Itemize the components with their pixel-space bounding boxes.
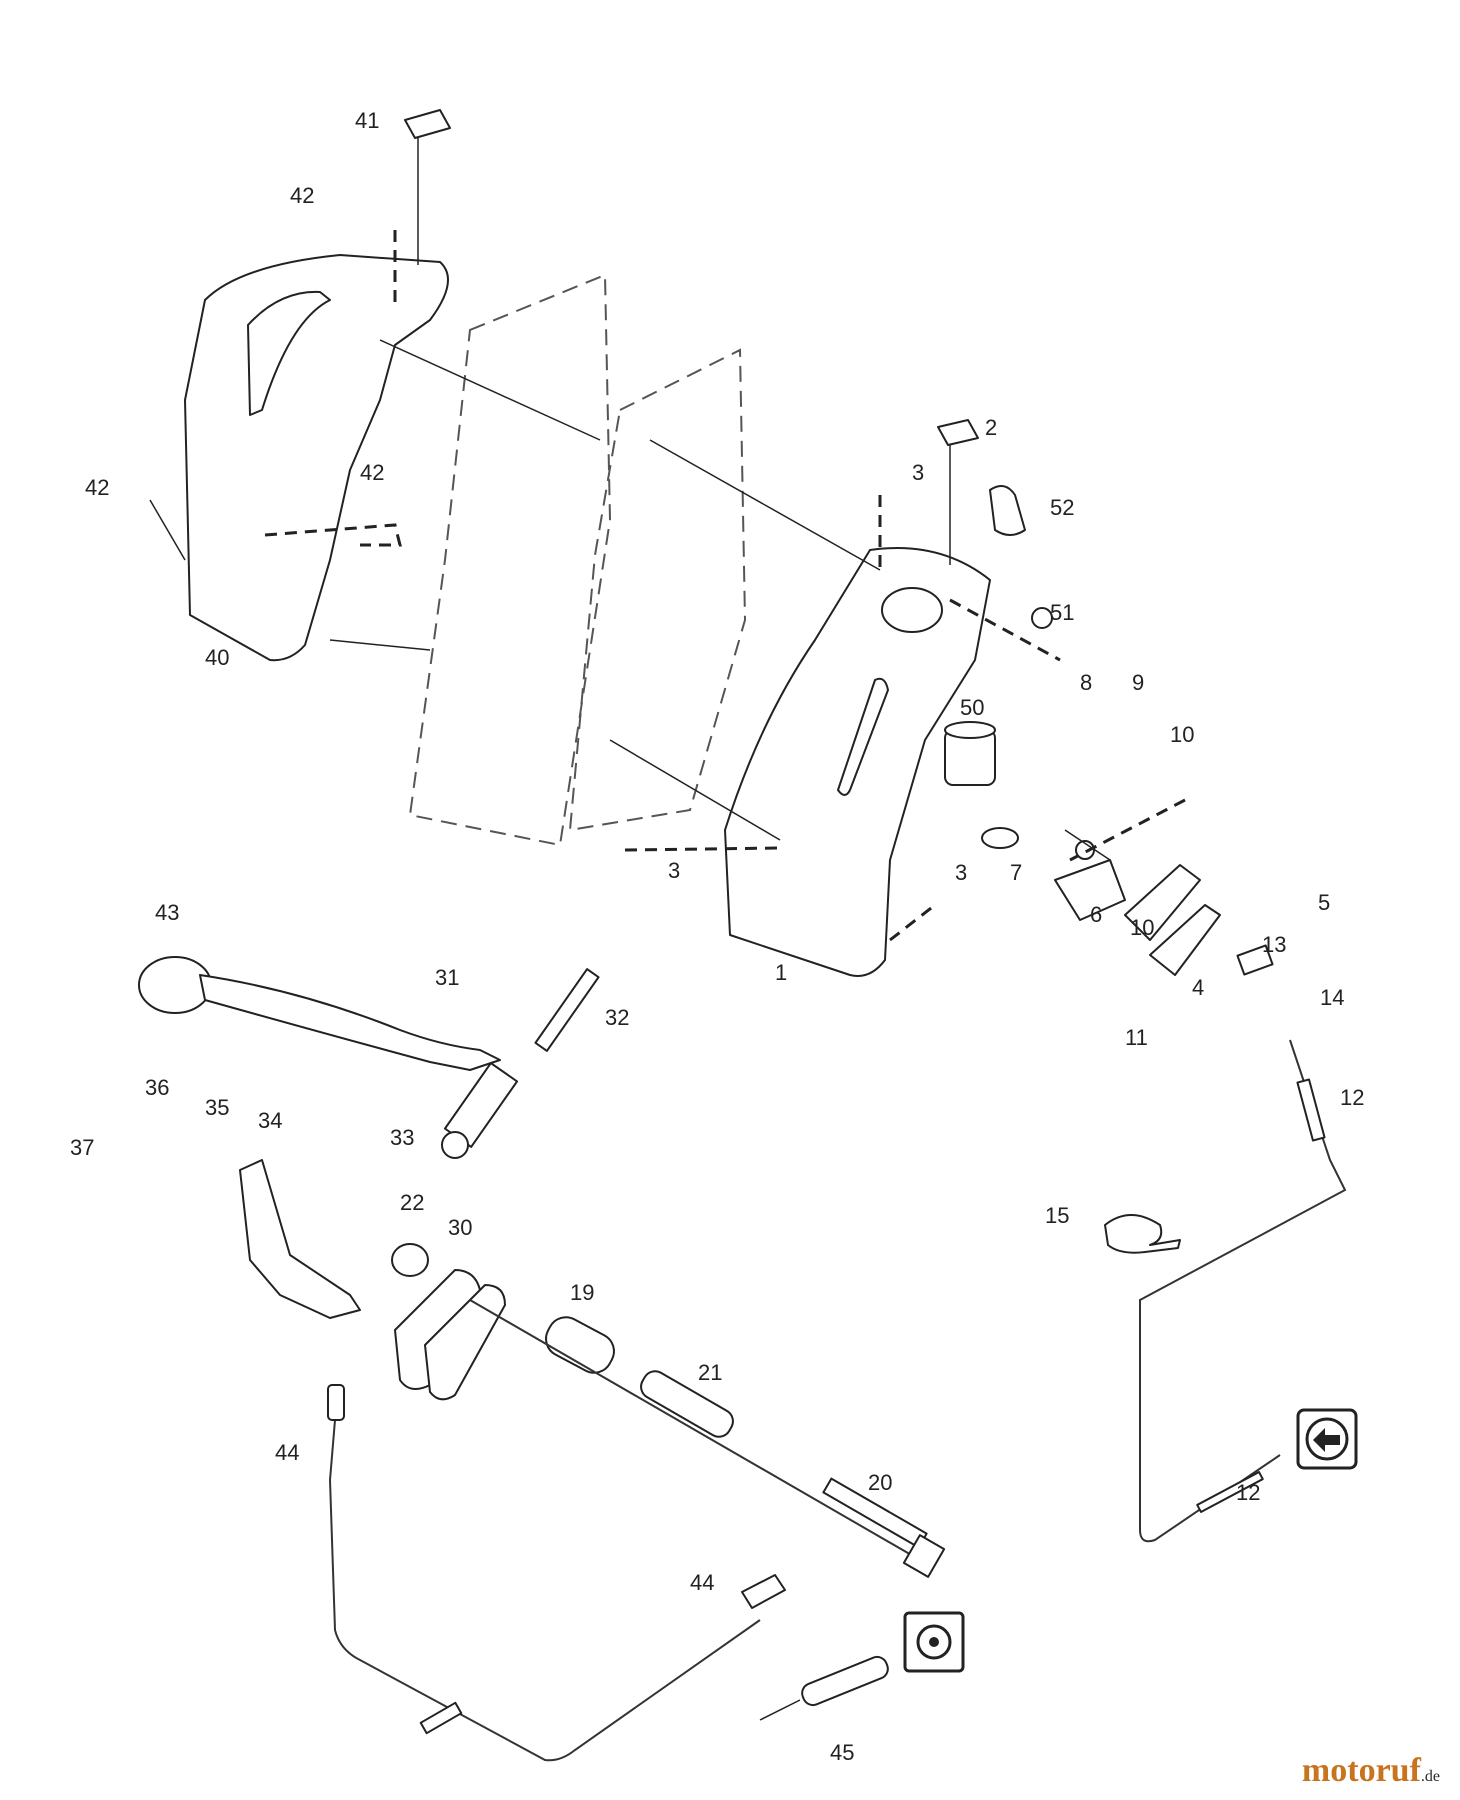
dash-panel-rear	[408, 273, 612, 847]
callout-number: 13	[1262, 932, 1286, 957]
callout-number: 30	[448, 1215, 472, 1240]
callout-number: 32	[605, 1005, 629, 1030]
callout-number: 35	[205, 1095, 229, 1120]
callout-number: 12	[1340, 1085, 1364, 1110]
callout-number: 31	[435, 965, 459, 990]
callout-number: 33	[390, 1125, 414, 1150]
callout-number: 21	[698, 1360, 722, 1385]
callout-number: 43	[155, 900, 179, 925]
auger-spring	[759, 1655, 889, 1721]
callout-number: 2	[985, 415, 997, 440]
callout-number: 34	[258, 1108, 282, 1133]
ignition-switch	[944, 721, 996, 786]
left-console-cover	[184, 254, 449, 662]
callout-number: 10	[1170, 722, 1194, 747]
watermark-logo: motoruf.de	[1302, 1752, 1440, 1790]
watermark-tld: .de	[1420, 1768, 1440, 1785]
dash-panel-front	[568, 348, 747, 832]
auger-cable	[327, 1384, 786, 1762]
callout-number: 50	[960, 695, 984, 720]
reverse-direction-icon	[1296, 1408, 1358, 1470]
assembly-lines	[149, 230, 1186, 942]
callout-number: 42	[290, 183, 314, 208]
callout-number: 22	[400, 1190, 424, 1215]
callout-number: 14	[1320, 985, 1344, 1010]
callout-number: 41	[355, 108, 379, 133]
auger-engage-icon	[903, 1611, 965, 1673]
callout-number: 9	[1132, 670, 1144, 695]
shift-bolt	[441, 968, 600, 1159]
callout-number: 42	[85, 475, 109, 500]
callout-number: 44	[275, 1440, 299, 1465]
key-bracket	[989, 485, 1053, 629]
callout-number: 12	[1236, 1480, 1260, 1505]
lever-bracket	[239, 1159, 361, 1319]
callout-number: 42	[360, 460, 384, 485]
callout-number: 6	[1090, 902, 1102, 927]
link-plates	[394, 1269, 506, 1401]
callout-number: 1	[775, 960, 787, 985]
callout-number: 51	[1050, 600, 1074, 625]
right-console-cover	[724, 547, 991, 977]
callout-number: 37	[70, 1135, 94, 1160]
control-knob-top	[404, 109, 451, 265]
shift-lever	[138, 956, 501, 1071]
callout-number: 3	[668, 858, 680, 883]
cable-tie	[1104, 1214, 1181, 1254]
watermark-brand: motoruf	[1301, 1752, 1421, 1789]
callout-number: 11	[1125, 1025, 1148, 1050]
spacers	[391, 1243, 734, 1438]
callout-number: 20	[868, 1470, 892, 1495]
callout-number: 44	[690, 1570, 714, 1595]
callout-number: 8	[1080, 670, 1092, 695]
callout-number: 45	[830, 1740, 854, 1765]
callout-number: 4	[1192, 975, 1204, 1000]
callout-number: 15	[1045, 1203, 1069, 1228]
callout-number: 3	[912, 460, 924, 485]
chute-cable	[1139, 1039, 1347, 1543]
callout-number: 40	[205, 645, 229, 670]
callout-number: 19	[570, 1280, 594, 1305]
callout-number: 52	[1050, 495, 1074, 520]
callout-number: 7	[1010, 860, 1022, 885]
callout-number: 3	[955, 860, 967, 885]
chute-control-linkage	[981, 827, 1274, 976]
callout-number: 5	[1318, 890, 1330, 915]
callout-number: 36	[145, 1075, 169, 1100]
callout-number: 10	[1130, 915, 1154, 940]
pivot-bolt	[469, 1299, 946, 1578]
control-knob-right	[937, 419, 979, 565]
